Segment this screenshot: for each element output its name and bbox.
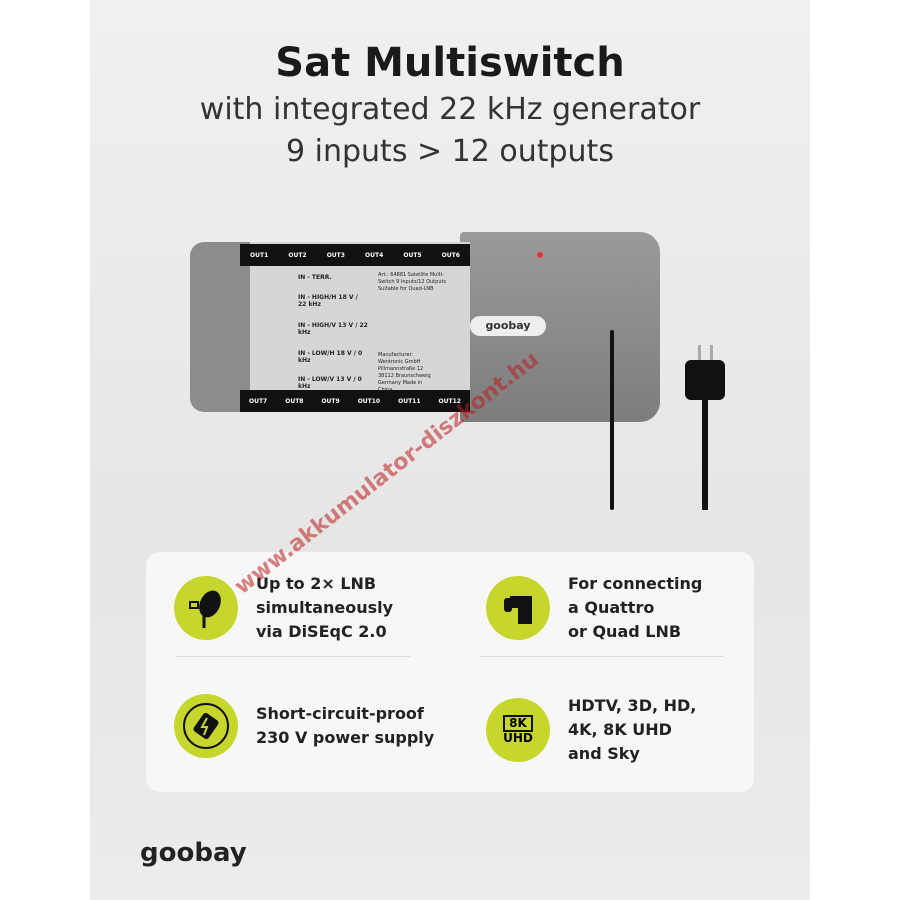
- brand-logo: goobay: [140, 838, 247, 868]
- plug-cable: [702, 400, 708, 510]
- output-label: OUT5: [403, 251, 422, 259]
- feature-text: Short-circuit-proof 230 V power supply: [256, 704, 435, 747]
- page-title: Sat Multiswitch: [275, 40, 625, 86]
- power-plug: [685, 360, 725, 400]
- device-label-plate: [250, 242, 470, 412]
- power-supply-icon: [174, 694, 238, 758]
- output-label: OUT11: [398, 397, 421, 405]
- output-label: OUT10: [357, 397, 381, 405]
- feature-dual-lnb: Up to 2× LNB simultaneously via DiSEqC 2…: [174, 572, 393, 644]
- feature-text: HDTV, 3D, HD, 4K, 8K UHD and Sky: [568, 696, 697, 763]
- device-left-housing: [190, 242, 260, 412]
- divider: [176, 656, 410, 657]
- subtitle-2: 9 inputs > 12 outputs: [286, 134, 614, 169]
- input-label: IN - HIGH/H 18 V / 22 kHz: [298, 294, 358, 308]
- subtitle-1: with integrated 22 kHz generator: [199, 92, 701, 127]
- output-bar-bottom: OUT7 OUT8 OUT9 OUT10 OUT11 OUT12: [240, 390, 470, 412]
- output-label: OUT9: [321, 397, 340, 405]
- input-label: IN - TERR.: [298, 274, 332, 281]
- satellite-dish-icon: [174, 576, 238, 640]
- output-label: OUT4: [365, 251, 384, 259]
- plug-pin: [710, 345, 713, 363]
- input-label: IN - LOW/H 18 V / 0 kHz: [298, 350, 363, 364]
- icon-8k-text: 8K: [503, 715, 533, 732]
- plug-pin: [698, 345, 701, 363]
- output-label: OUT12: [438, 397, 461, 405]
- output-bar-top: OUT1 OUT2 OUT3 OUT4 OUT5 OUT6: [240, 244, 470, 266]
- feature-text: For connecting a Quattro or Quad LNB: [568, 574, 703, 641]
- goobay-badge: goobay: [470, 316, 546, 336]
- input-label: IN - LOW/V 13 V / 0 kHz: [298, 376, 362, 390]
- output-label: OUT6: [441, 251, 460, 259]
- feature-power-supply: Short-circuit-proof 230 V power supply: [174, 694, 434, 758]
- output-label: OUT1: [250, 251, 269, 259]
- feature-text: Up to 2× LNB simultaneously via DiSEqC 2…: [256, 574, 394, 641]
- output-label: OUT3: [326, 251, 345, 259]
- icon-uhd-text: UHD: [503, 731, 533, 745]
- output-label: OUT2: [288, 251, 307, 259]
- power-cable: [610, 330, 614, 510]
- input-label: IN - HIGH/V 13 V / 22 kHz: [298, 322, 368, 336]
- features-card: [146, 552, 754, 792]
- spec-text: Art.: 64881 Satellite Multi-Switch 9 Inp…: [378, 272, 447, 292]
- feature-quattro-lnb: For connecting a Quattro or Quad LNB: [486, 572, 702, 644]
- output-label: OUT8: [285, 397, 304, 405]
- divider: [480, 656, 724, 657]
- manufacturer-text: Manufacturer: Wentronic GmbH Pillmannstr…: [378, 352, 431, 393]
- power-led: [537, 252, 543, 258]
- lnb-icon: [486, 576, 550, 640]
- output-label: OUT7: [248, 397, 268, 405]
